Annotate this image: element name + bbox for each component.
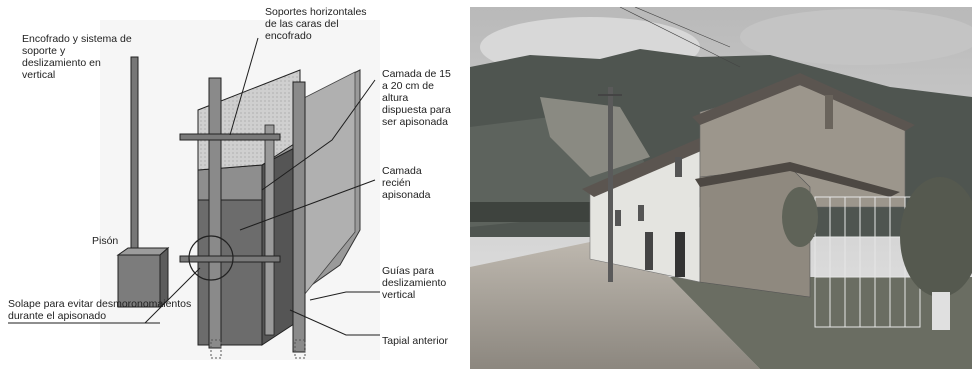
window [825,95,833,129]
camada-layer [197,164,263,201]
horizontal-support-bottom [179,255,281,263]
leader-soportes [229,37,259,136]
landslide-scar [540,97,650,177]
window [615,210,621,226]
door [675,232,685,277]
post-base-left [210,339,222,359]
village-photo [470,7,972,369]
dirt-road [470,242,760,369]
white-post [932,292,950,330]
vertical-post-left [208,77,222,349]
label-guias: Guías para deslizamiento vertical [382,265,447,301]
label-soportes: Soportes horizontales de las caras del e… [265,6,367,42]
utility-pole [608,87,613,282]
diagram-drawing [8,20,380,360]
tapial-diagram: Encofrado y sistema de soporte y desliza… [0,0,460,369]
vertical-post-middle [264,124,275,336]
leader-tapial [289,309,380,336]
vertical-post-right [292,81,306,353]
photo-drawing [470,7,972,369]
label-camada-recien: Camada recién apisonada [382,165,431,201]
label-encofrado: Encofrado y sistema de soporte y desliza… [22,33,132,81]
label-solape: Solape para evitar desmoronomaientos dur… [8,298,192,322]
power-line [634,7,731,48]
door [645,232,653,270]
leader-camada-recien [239,179,376,231]
tree-line [470,202,610,222]
label-camada-15-20: Camada de 15 a 20 cm de altura dispuesta… [382,68,451,128]
bush [782,187,818,247]
cloud [740,9,972,65]
leader-guias [309,291,380,301]
window [675,157,682,177]
leader-camada-15 [261,79,376,191]
pison-handle [130,56,139,258]
roadside-vegetation [670,277,972,369]
bush [900,177,972,297]
label-pison: Pisón [92,235,119,247]
adobe-upper-roof [692,73,915,131]
label-tapial-anterior: Tapial anterior [382,335,448,347]
front-formwork-panel [197,69,301,171]
window [638,205,644,221]
adobe-lower-roof [695,162,900,197]
solape-circle [188,235,234,281]
post-base-right [294,339,306,359]
power-line [619,7,741,68]
rammed-wall-front [197,199,263,346]
white-house-roof [582,137,715,197]
